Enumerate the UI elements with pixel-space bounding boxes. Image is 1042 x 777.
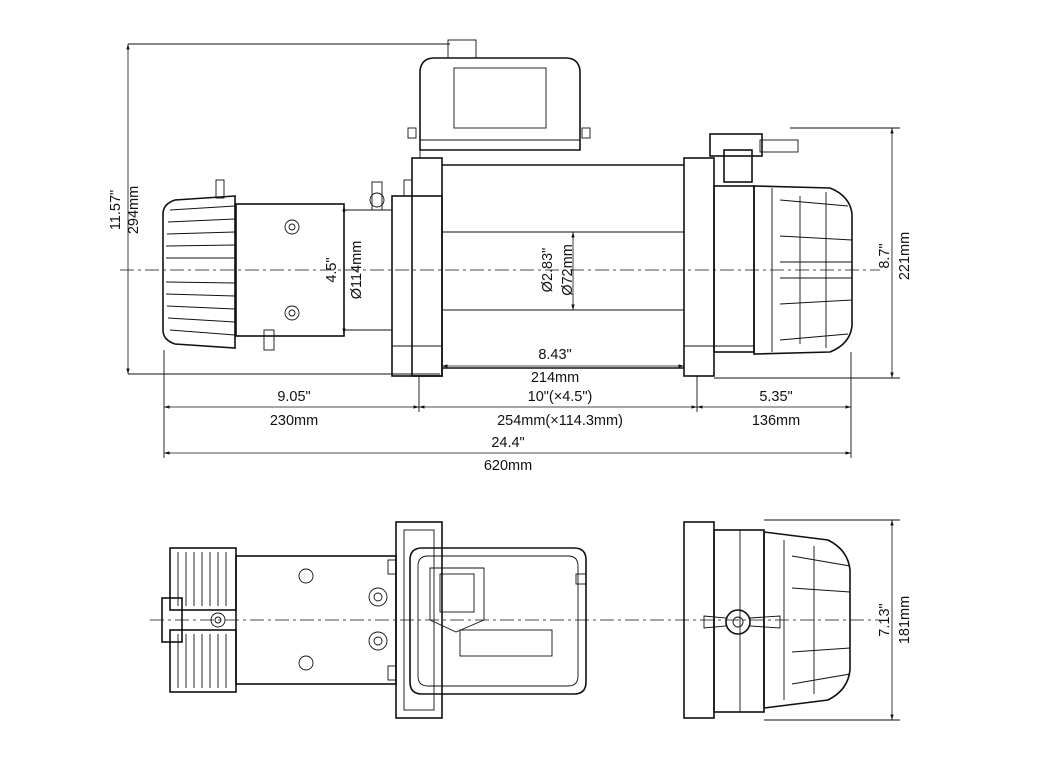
label-overall-length-inch: 24.4" <box>491 435 524 451</box>
label-motor-section-inch: 9.05" <box>277 389 310 405</box>
clutch-knob-top <box>703 609 781 635</box>
label-gearbox-section-inch: 5.35" <box>759 389 792 405</box>
left-bracket-top <box>387 521 443 719</box>
drum <box>442 164 684 369</box>
label-drum-length-mm: 214mm <box>531 370 579 386</box>
label-mount-spacing-mm: 254mm(×114.3mm) <box>497 413 623 429</box>
top-view <box>150 519 900 721</box>
label-drum-diameter-mm: Ø72mm <box>560 244 576 296</box>
control-box-top <box>409 547 587 695</box>
gearbox-cover <box>753 185 853 355</box>
motor-body <box>235 181 392 351</box>
label-side-height-mm: 221mm <box>897 232 913 280</box>
gearbox-top <box>763 531 851 709</box>
motor-end-cap-top <box>161 547 237 693</box>
label-overall-length-mm: 620mm <box>484 458 532 474</box>
front-view <box>120 39 900 458</box>
label-drum-length-inch: 8.43" <box>538 347 571 363</box>
label-drum-diameter-inch: Ø2.83" <box>540 248 556 293</box>
label-motor-diameter-inch: 4.5" <box>324 257 340 282</box>
label-mount-spacing-inch: 10"(×4.5") <box>528 389 593 405</box>
clutch-lever <box>709 133 799 183</box>
label-overall-width-mm: 181mm <box>897 596 913 644</box>
control-box <box>128 39 591 158</box>
right-end-bracket <box>683 157 755 377</box>
label-motor-diameter-mm: Ø114mm <box>349 241 365 300</box>
label-gearbox-section-mm: 136mm <box>752 413 800 429</box>
label-overall-height-mm: 294mm <box>126 186 142 234</box>
label-side-height-inch: 8.7" <box>877 243 893 268</box>
label-overall-height-inch: 11.57" <box>108 190 124 230</box>
label-motor-section-mm: 230mm <box>270 413 318 429</box>
motor-end-cap <box>162 179 236 349</box>
left-end-bracket <box>391 157 443 377</box>
label-overall-width-inch: 7.13" <box>877 603 893 636</box>
